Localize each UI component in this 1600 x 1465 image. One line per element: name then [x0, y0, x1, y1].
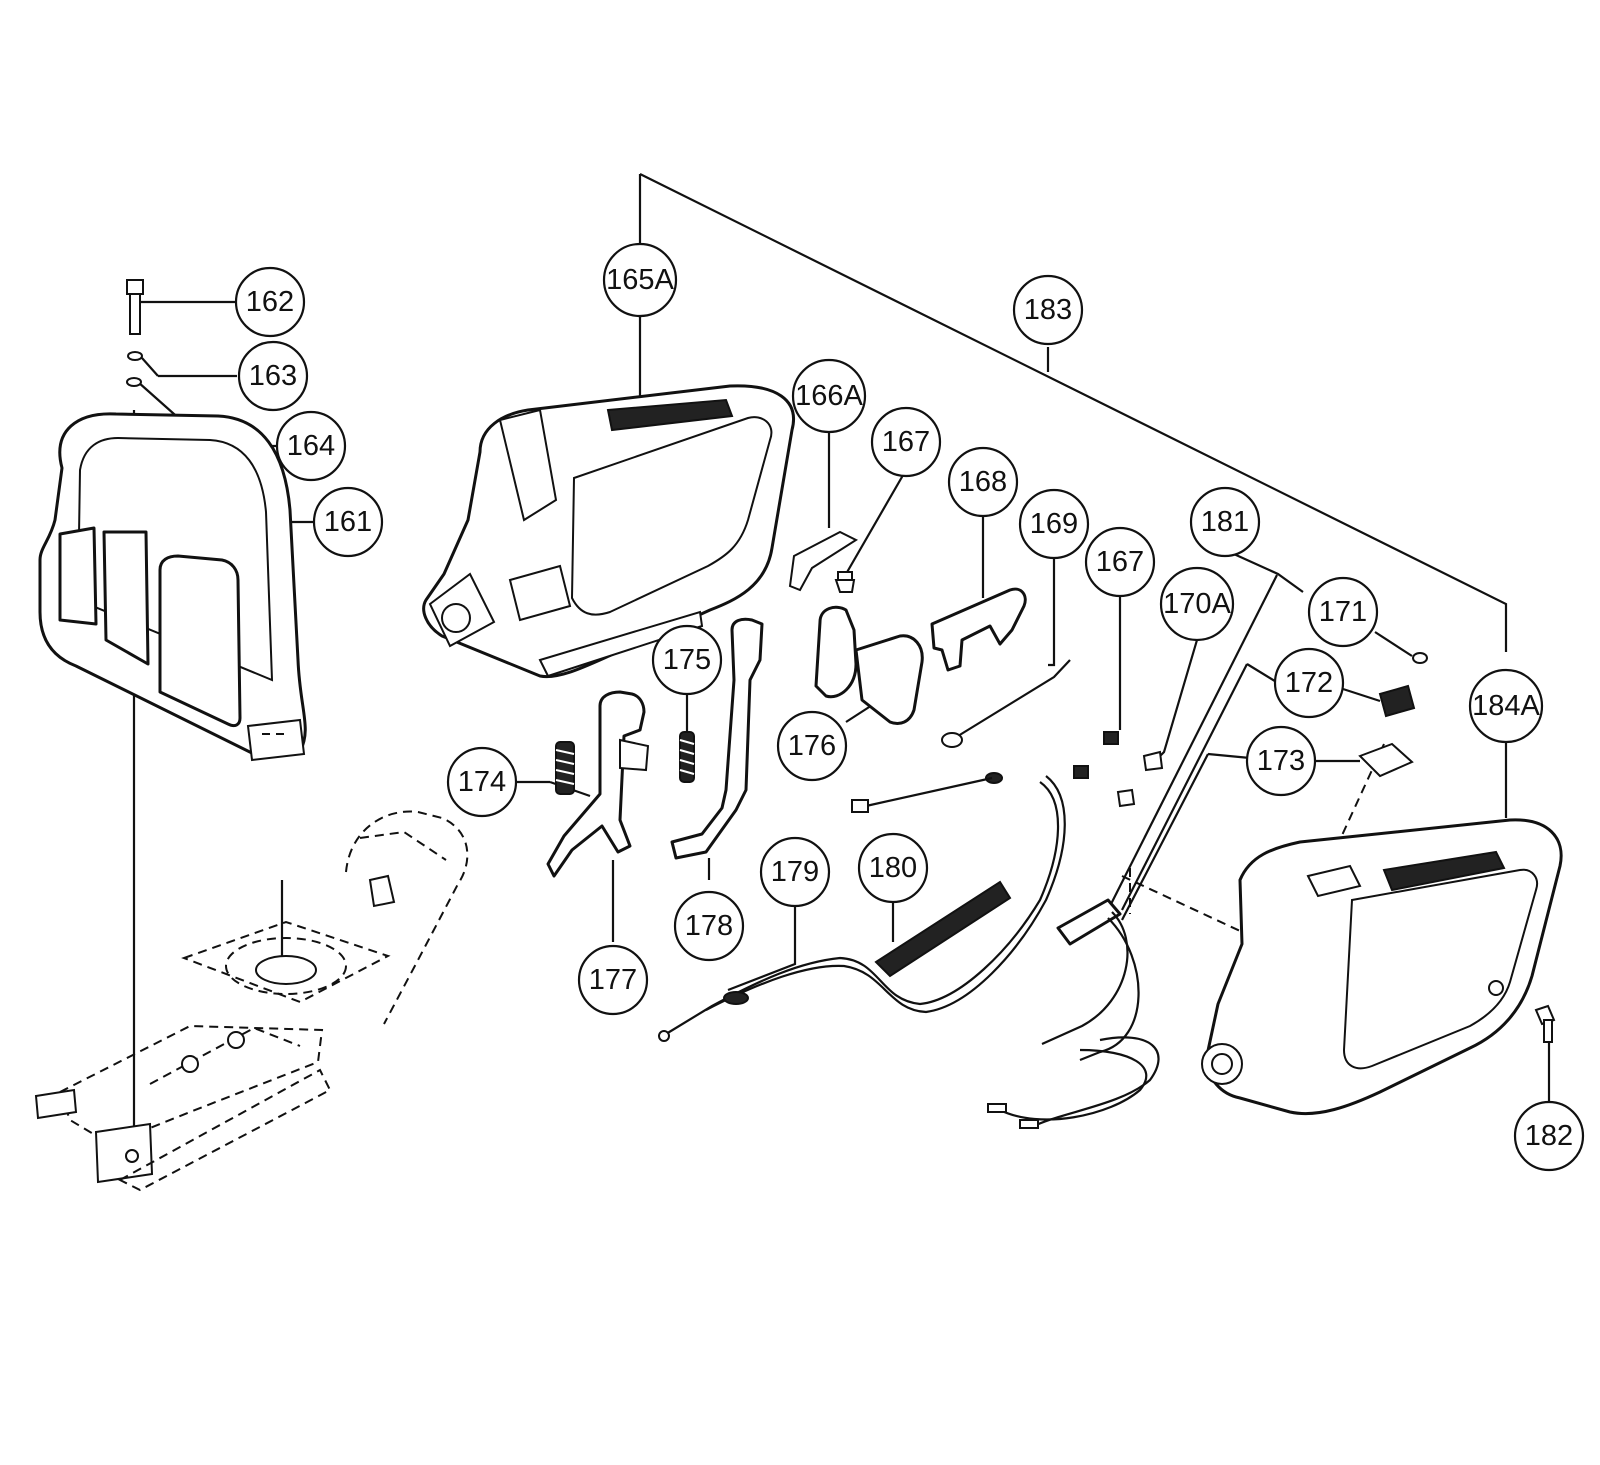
screw-167-top [834, 571, 856, 593]
callout-171: 171 [1307, 576, 1379, 648]
handle-housing-184A [1201, 818, 1563, 1116]
callout-165A: 165A [602, 242, 678, 318]
lock-washer-163 [127, 351, 143, 361]
screw-167-mid [1073, 731, 1119, 779]
callout-163: 163 [237, 340, 309, 412]
svg-text:161: 161 [324, 506, 372, 538]
callout-178: 178 [673, 890, 745, 962]
svg-text:179: 179 [771, 856, 819, 888]
svg-text:166A: 166A [795, 380, 863, 412]
callout-170A: 170A [1159, 566, 1235, 642]
svg-text:178: 178 [685, 910, 733, 942]
svg-text:176: 176 [788, 730, 836, 762]
svg-text:175: 175 [663, 644, 711, 676]
callout-162: 162 [234, 266, 306, 338]
callout-167-b: 167 [1084, 526, 1156, 598]
plate-173 [1358, 742, 1414, 778]
gear-housing-reference [34, 810, 469, 1192]
svg-text:170A: 170A [1163, 588, 1231, 620]
button-172 [1378, 684, 1416, 718]
callout-168: 168 [947, 446, 1019, 518]
callout-174: 174 [446, 746, 518, 818]
switch-wires [987, 898, 1160, 1129]
svg-text:169: 169 [1030, 508, 1078, 540]
callouts: 162 163 164 161 165A 183 166A 167 168 16… [234, 242, 1585, 1172]
spring-169 [941, 732, 963, 748]
svg-text:182: 182 [1525, 1120, 1573, 1152]
callout-172: 172 [1273, 647, 1345, 719]
handle-housing-165A [422, 384, 795, 679]
svg-text:177: 177 [589, 964, 637, 996]
washer-164 [126, 377, 142, 387]
callout-184A: 184A [1468, 668, 1544, 744]
callout-175: 175 [651, 624, 723, 696]
spring-174 [555, 741, 575, 795]
svg-text:184A: 184A [1472, 690, 1540, 722]
svg-text:171: 171 [1319, 596, 1367, 628]
screw-182 [1534, 1004, 1556, 1043]
callout-179: 179 [759, 836, 831, 908]
callout-177: 177 [577, 944, 649, 1016]
svg-text:167: 167 [882, 426, 930, 458]
latch-166A [788, 530, 859, 592]
clip-170A [1116, 750, 1164, 808]
svg-text:165A: 165A [606, 264, 674, 296]
leader-lines [132, 173, 1551, 1160]
trigger-lock-168 [930, 587, 1027, 672]
svg-text:180: 180 [869, 852, 917, 884]
svg-text:162: 162 [246, 286, 294, 318]
callout-164: 164 [275, 410, 347, 482]
bolt-162 [126, 279, 144, 335]
spring-175 [679, 731, 695, 783]
svg-text:173: 173 [1257, 745, 1305, 777]
callout-176: 176 [776, 710, 848, 782]
callout-183: 183 [1012, 274, 1084, 346]
callout-169: 169 [1018, 488, 1090, 560]
boot-180 [874, 880, 1012, 978]
lever-178 [670, 617, 764, 860]
svg-text:163: 163 [249, 360, 297, 392]
svg-text:174: 174 [458, 766, 506, 798]
callout-182: 182 [1513, 1100, 1585, 1172]
callout-166A: 166A [791, 358, 867, 434]
callout-181: 181 [1189, 486, 1261, 558]
svg-text:164: 164 [287, 430, 335, 462]
callout-180: 180 [857, 832, 929, 904]
svg-text:181: 181 [1201, 506, 1249, 538]
lever-176 [814, 605, 924, 725]
svg-text:172: 172 [1285, 667, 1333, 699]
throttle-cable-179 [658, 772, 1066, 1042]
svg-text:168: 168 [959, 466, 1007, 498]
callout-167-a: 167 [870, 406, 942, 478]
svg-text:183: 183 [1024, 294, 1072, 326]
svg-text:167: 167 [1096, 546, 1144, 578]
screw-171 [1412, 652, 1428, 664]
front-handle-161 [38, 412, 307, 762]
callout-161: 161 [312, 486, 384, 558]
trigger-177 [546, 690, 650, 878]
callout-173: 173 [1245, 725, 1317, 797]
